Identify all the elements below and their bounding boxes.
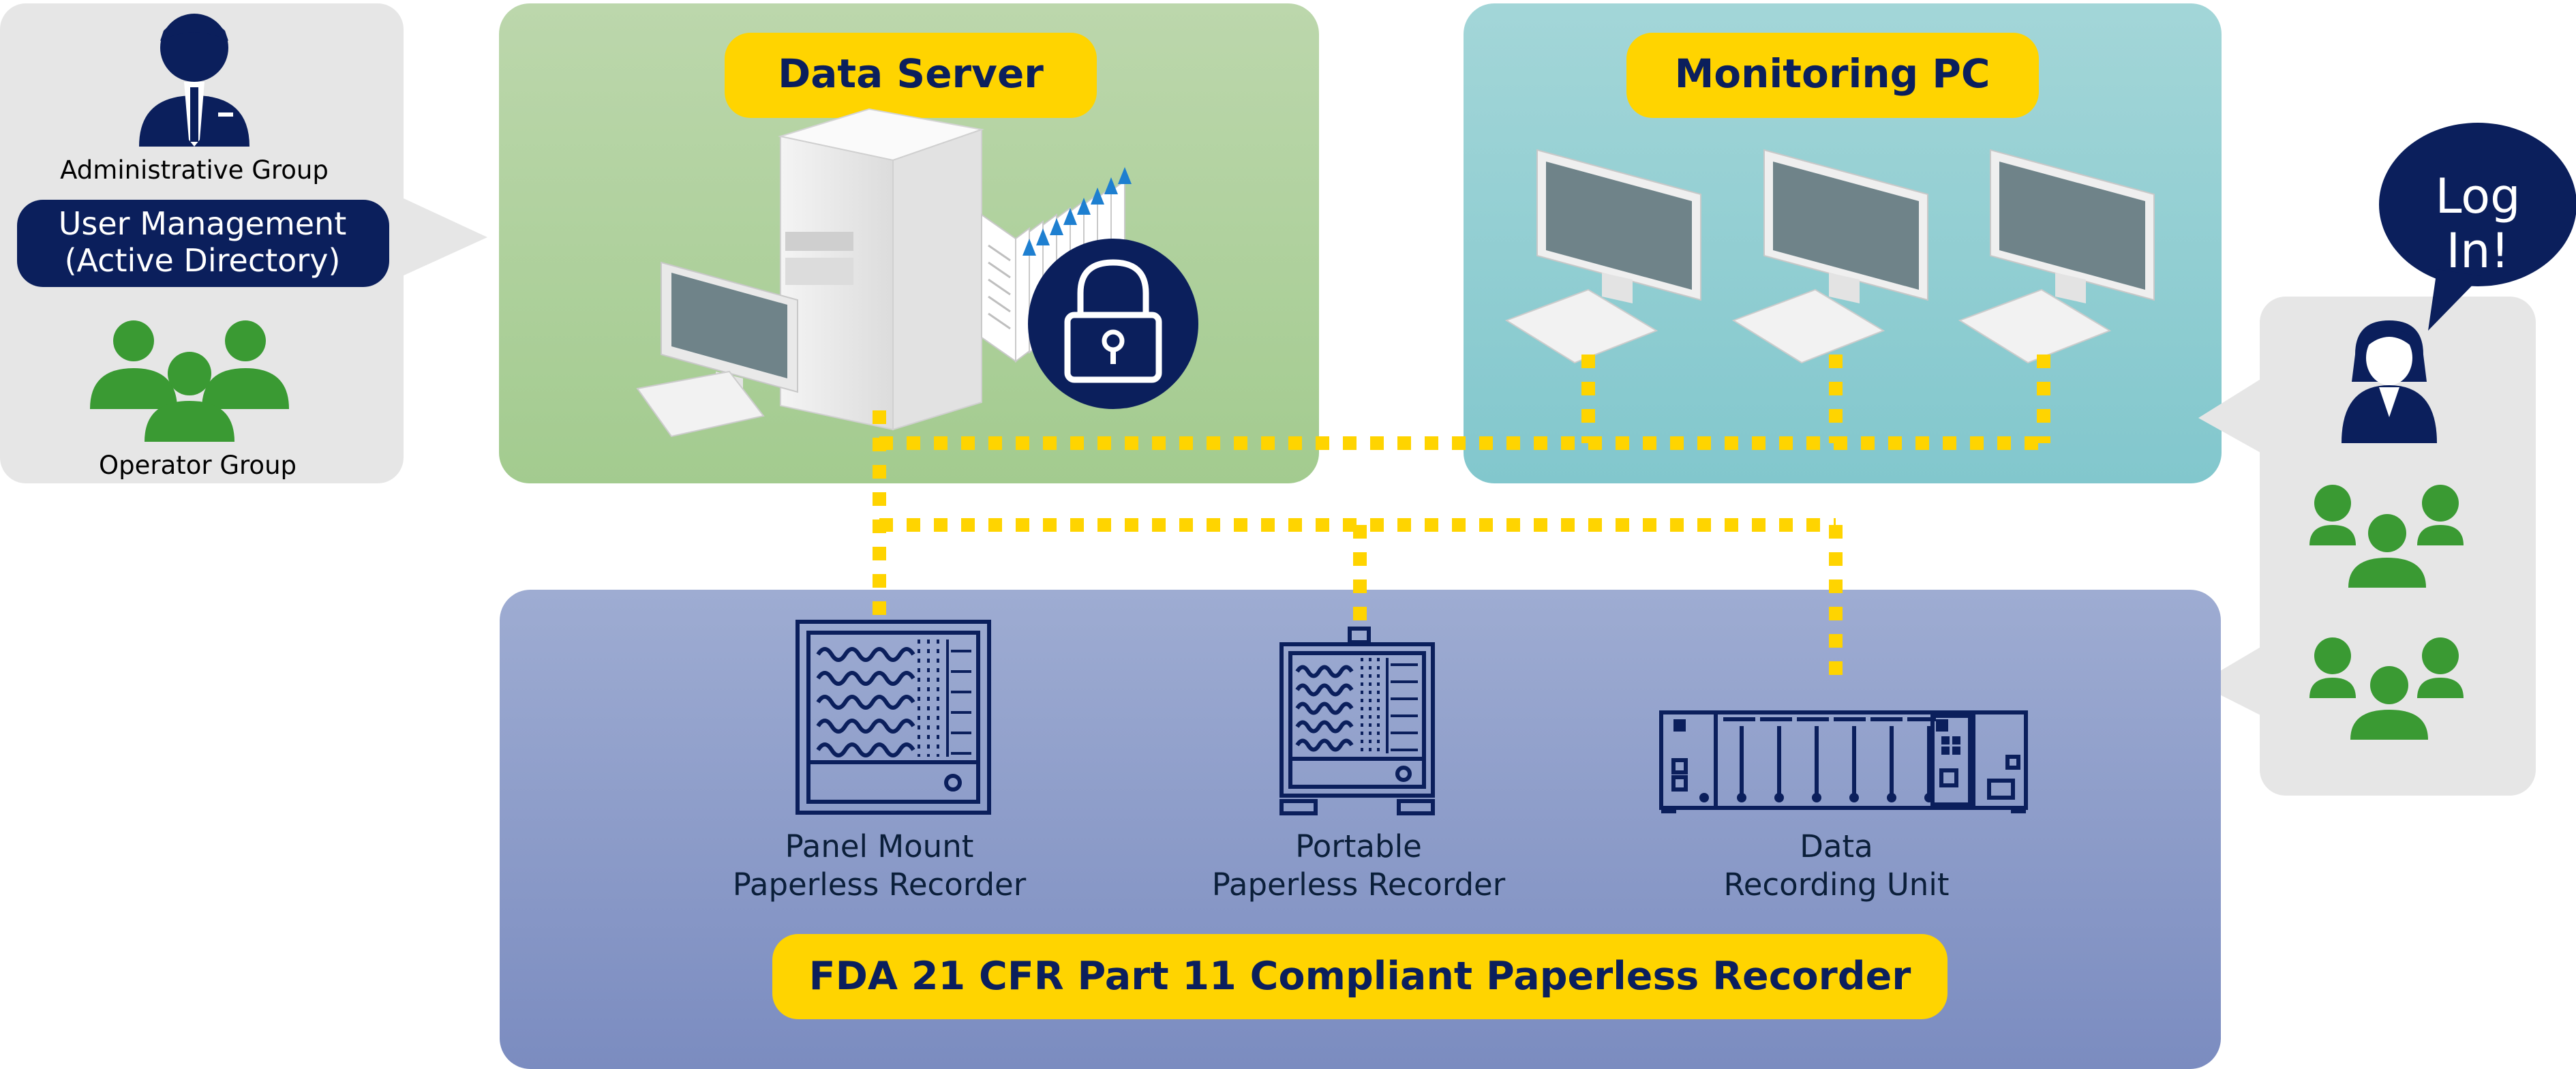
portable-label-line2: Paperless Recorder [1212, 867, 1506, 903]
operator-group-right-1-icon [2309, 485, 2464, 588]
data-server-title: Data Server [778, 50, 1044, 97]
user-management-badge [17, 200, 389, 287]
user-management-line2: (Active Directory) [65, 242, 341, 279]
lock-icon [1028, 239, 1198, 409]
panel-mount-label-line2: Paperless Recorder [733, 867, 1027, 903]
operator-user-icon [2342, 320, 2437, 443]
compliance-banner [772, 934, 1948, 1019]
monitoring-pc-title: Monitoring PC [1675, 50, 1990, 97]
data-recording-unit-label-line2: Recording Unit [1724, 867, 1950, 903]
operator-group-icon [90, 320, 289, 442]
operator-group-right-2-icon [2309, 637, 2464, 740]
login-text-line1: Log [2435, 168, 2520, 224]
monitoring-pc-title-badge [1626, 33, 2039, 118]
login-text-line2: In! [2446, 223, 2509, 279]
administrative-group-label: Administrative Group [60, 155, 329, 185]
panel-mount-recorder-icon [795, 620, 991, 815]
portable-recorder-icon [1279, 627, 1435, 815]
portable-label-line1: Portable [1295, 828, 1422, 864]
data-recording-unit-icon [1659, 710, 2028, 813]
monitoring-pc-3-icon [1958, 149, 2155, 364]
operator-group-label: Operator Group [99, 451, 297, 480]
user-management-line1: User Management [59, 205, 347, 242]
panel-mount-label-line1: Panel Mount [785, 828, 974, 864]
administrator-icon [139, 14, 249, 147]
data-recording-unit-label-line1: Data [1800, 828, 1873, 864]
login-speech-bubble [2379, 123, 2576, 331]
server-desktop-monitor-icon [636, 261, 798, 438]
monitoring-pc-2-icon [1731, 149, 1928, 364]
server-tower-icon [778, 108, 984, 431]
network-connection-lines [873, 355, 2050, 682]
monitoring-pc-1-icon [1504, 149, 1701, 364]
compliance-banner-title: FDA 21 CFR Part 11 Compliant Paperless R… [809, 954, 1911, 999]
data-server-title-badge [725, 33, 1097, 118]
